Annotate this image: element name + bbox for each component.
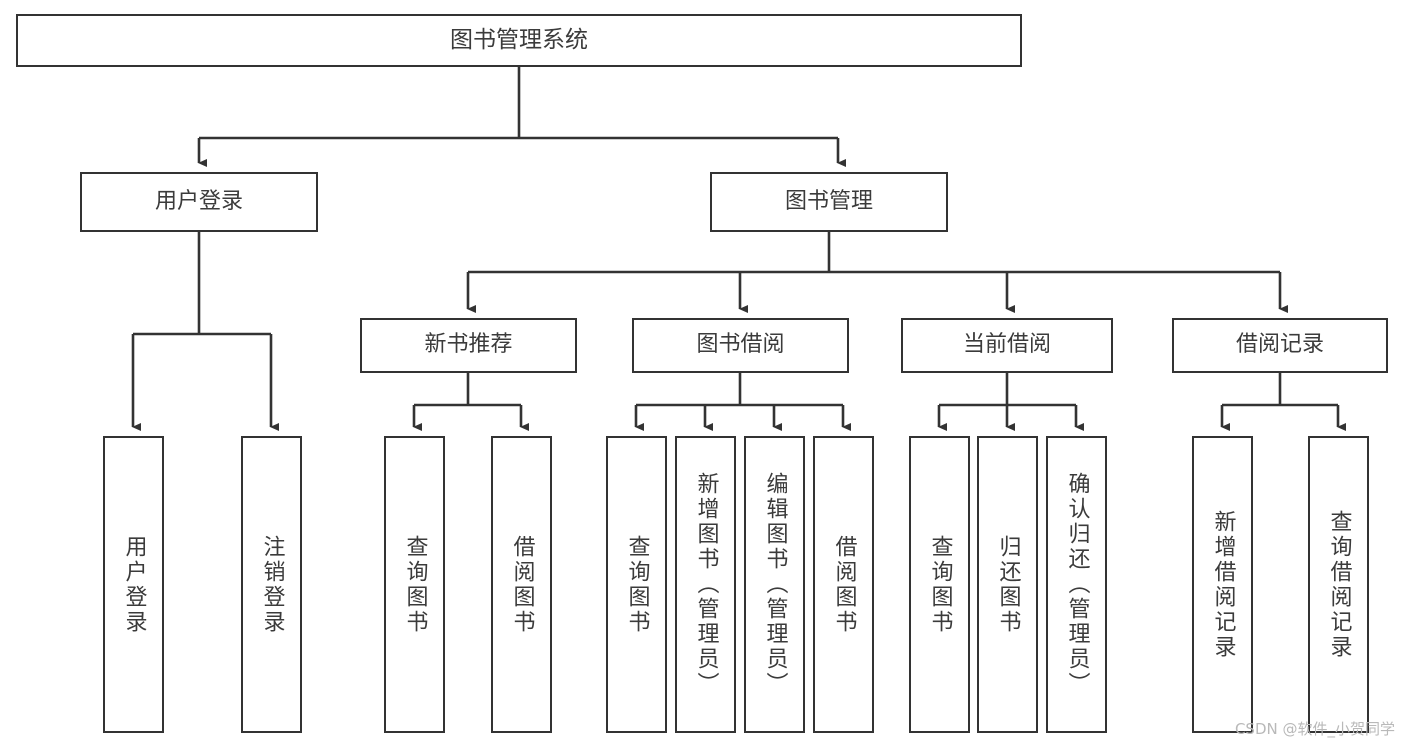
leaf-borrow-record-query-label: 查询借阅记录 [1326, 509, 1352, 660]
leaf-book-borrow-edit[interactable]: 编辑图书（管理员） [744, 436, 805, 733]
leaf-user-login-login[interactable]: 用户登录 [103, 436, 164, 733]
edge-root-to-level2 [197, 67, 846, 167]
leaf-current-borrow-confirm[interactable]: 确认归还（管理员） [1046, 436, 1107, 733]
node-user-login-label: 用户登录 [154, 188, 243, 214]
node-root-system[interactable]: 图书管理系统 [16, 14, 1022, 67]
edge-userlogin-to-leaves [131, 232, 279, 431]
node-book-borrow-label: 图书借阅 [696, 332, 785, 358]
node-new-book-recommend-label: 新书推荐 [424, 332, 513, 358]
edge-newbook-to-leaves [412, 373, 529, 431]
leaf-new-book-borrow-label: 借阅图书 [509, 534, 535, 635]
leaf-current-borrow-return-label: 归还图书 [995, 534, 1021, 635]
leaf-book-borrow-add-label: 新增图书（管理员） [693, 472, 719, 697]
node-root-label: 图书管理系统 [450, 26, 588, 53]
leaf-book-borrow-borrow-label: 借阅图书 [831, 534, 857, 635]
leaf-borrow-record-add-label: 新增借阅记录 [1210, 509, 1236, 660]
leaf-book-borrow-add[interactable]: 新增图书（管理员） [675, 436, 736, 733]
leaf-user-login-logout-label: 注销登录 [259, 534, 285, 635]
node-borrow-record[interactable]: 借阅记录 [1172, 318, 1388, 373]
node-book-borrow[interactable]: 图书借阅 [632, 318, 849, 373]
leaf-current-borrow-query[interactable]: 查询图书 [909, 436, 970, 733]
leaf-new-book-query[interactable]: 查询图书 [384, 436, 445, 733]
leaf-book-borrow-borrow[interactable]: 借阅图书 [813, 436, 874, 733]
edge-currentborrow-to-leaves [937, 373, 1084, 431]
node-user-login[interactable]: 用户登录 [80, 172, 318, 232]
edge-bookmanage-to-level3 [466, 232, 1288, 313]
node-current-borrow-label: 当前借阅 [962, 332, 1051, 358]
leaf-current-borrow-query-label: 查询图书 [927, 534, 953, 635]
leaf-user-login-login-label: 用户登录 [121, 534, 147, 635]
node-borrow-record-label: 借阅记录 [1235, 332, 1324, 358]
leaf-book-borrow-query-label: 查询图书 [624, 534, 650, 635]
leaf-new-book-borrow[interactable]: 借阅图书 [491, 436, 552, 733]
node-current-borrow[interactable]: 当前借阅 [901, 318, 1113, 373]
leaf-book-borrow-edit-label: 编辑图书（管理员） [762, 472, 788, 697]
leaf-current-borrow-return[interactable]: 归还图书 [977, 436, 1038, 733]
node-new-book-recommend[interactable]: 新书推荐 [360, 318, 577, 373]
node-book-management-label: 图书管理 [784, 188, 873, 214]
edge-borrowrecord-to-leaves [1220, 373, 1346, 431]
leaf-current-borrow-confirm-label: 确认归还（管理员） [1064, 472, 1090, 697]
leaf-borrow-record-query[interactable]: 查询借阅记录 [1308, 436, 1369, 733]
edge-bookborrow-to-leaves [634, 373, 851, 431]
node-book-management[interactable]: 图书管理 [710, 172, 948, 232]
leaf-new-book-query-label: 查询图书 [402, 534, 428, 635]
leaf-book-borrow-query[interactable]: 查询图书 [606, 436, 667, 733]
leaf-borrow-record-add[interactable]: 新增借阅记录 [1192, 436, 1253, 733]
leaf-user-login-logout[interactable]: 注销登录 [241, 436, 302, 733]
